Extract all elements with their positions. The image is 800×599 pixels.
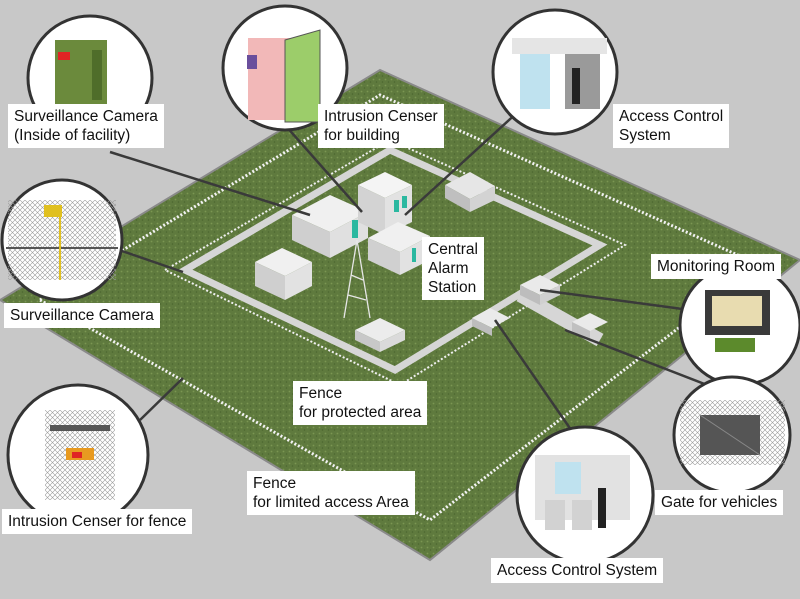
callout-intrusion-fence: [6, 383, 150, 527]
left-building: [255, 248, 312, 300]
label-access-control-top: Access Control System: [613, 104, 730, 148]
guard-building: [572, 313, 608, 340]
label-surveillance-camera-inside: Surveillance Camera (Inside of facility): [8, 104, 164, 148]
label-monitoring-room: Monitoring Room: [651, 254, 782, 279]
label-fence-limited: Fence for limited access Area: [247, 471, 415, 515]
label-access-control-bottom: Access Control System: [491, 558, 664, 583]
callout-camera-fence: [0, 178, 124, 302]
alarm-station-building: [520, 275, 560, 305]
label-fence-protected: Fence for protected area: [293, 381, 428, 425]
label-intrusion-censer-building: Intrusion Censer for building: [318, 104, 444, 148]
label-gate-vehicles: Gate for vehicles: [655, 490, 784, 515]
gatehouse-building: [472, 308, 510, 336]
callout-gate-vehicles: [672, 375, 792, 495]
label-central-alarm-station: Central Alarm Station: [422, 237, 484, 300]
tall-building: [358, 172, 412, 235]
callout-access-control-bottom: [515, 425, 655, 565]
inner-fence: [162, 138, 628, 387]
small-building: [355, 318, 405, 352]
inner-road: [177, 146, 608, 374]
callout-access-control-top: [491, 8, 619, 136]
callout-monitoring-room: [678, 263, 800, 387]
rear-building: [445, 172, 495, 212]
callout-intrusion-building: [221, 4, 349, 132]
main-building: [292, 195, 368, 258]
radio-tower: [343, 239, 371, 319]
label-surveillance-camera: Surveillance Camera: [4, 303, 160, 328]
label-intrusion-censer-fence: Intrusion Censer for fence: [2, 509, 193, 534]
